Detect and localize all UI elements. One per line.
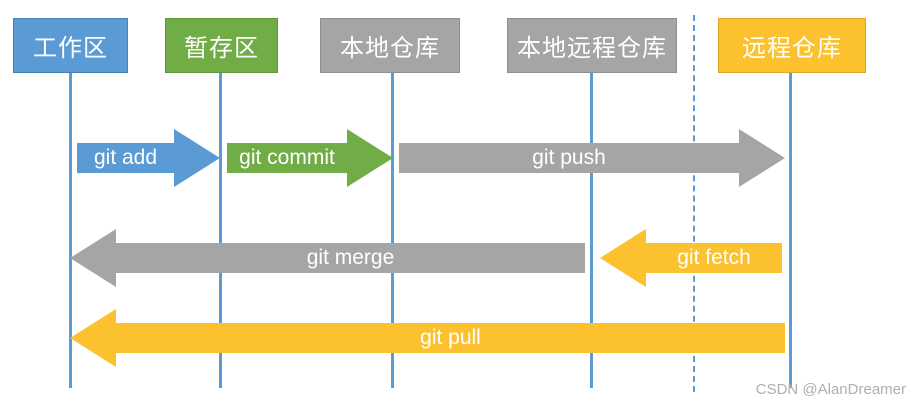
node-local-remote-repo-label: 本地远程仓库 bbox=[517, 35, 667, 62]
node-local-repo: 本地仓库 bbox=[320, 18, 460, 73]
arrow-git-fetch: git fetch bbox=[600, 229, 782, 287]
lifeline-local-repo bbox=[391, 73, 394, 388]
arrow-git-fetch-body: git fetch bbox=[646, 243, 782, 273]
lifeline-local-remote-repo bbox=[590, 73, 593, 388]
arrow-right-icon bbox=[739, 129, 785, 187]
arrow-git-pull-label: git pull bbox=[420, 326, 481, 349]
lifeline-remote-boundary-dashed bbox=[693, 15, 695, 392]
arrow-git-merge: git merge bbox=[70, 229, 585, 287]
node-working-area: 工作区 bbox=[13, 18, 128, 73]
arrow-left-icon bbox=[70, 309, 116, 367]
lifeline-remote-repo bbox=[789, 73, 792, 388]
arrow-git-merge-body: git merge bbox=[116, 243, 585, 273]
arrow-right-icon bbox=[347, 129, 393, 187]
node-remote-repo-label: 远程仓库 bbox=[742, 35, 842, 62]
arrow-git-add: git add bbox=[77, 129, 220, 187]
arrow-git-add-label: git add bbox=[93, 146, 158, 169]
arrow-left-icon bbox=[600, 229, 646, 287]
arrow-git-commit-body: git commit bbox=[227, 143, 347, 173]
arrow-git-push: git push bbox=[399, 129, 785, 187]
node-staging-area: 暂存区 bbox=[165, 18, 278, 73]
arrow-git-merge-label: git merge bbox=[306, 246, 395, 269]
watermark: CSDN @AlanDreamer bbox=[755, 381, 906, 398]
node-remote-repo: 远程仓库 bbox=[718, 18, 866, 73]
lifeline-staging-area bbox=[219, 73, 222, 388]
arrow-right-icon bbox=[174, 129, 220, 187]
node-staging-area-label: 暂存区 bbox=[184, 35, 259, 62]
arrow-git-pull-body: git pull bbox=[116, 323, 785, 353]
arrow-git-commit-label: git commit bbox=[239, 146, 335, 169]
arrow-git-commit: git commit bbox=[227, 129, 393, 187]
arrow-git-push-body: git push bbox=[399, 143, 739, 173]
arrow-git-add-body: git add bbox=[77, 143, 174, 173]
arrow-git-fetch-label: git fetch bbox=[677, 246, 751, 269]
node-local-repo-label: 本地仓库 bbox=[340, 35, 440, 62]
node-working-area-label: 工作区 bbox=[33, 35, 108, 62]
arrow-git-push-label: git push bbox=[532, 146, 606, 169]
node-local-remote-repo: 本地远程仓库 bbox=[507, 18, 677, 73]
arrow-left-icon bbox=[70, 229, 116, 287]
arrow-git-pull: git pull bbox=[70, 309, 785, 367]
